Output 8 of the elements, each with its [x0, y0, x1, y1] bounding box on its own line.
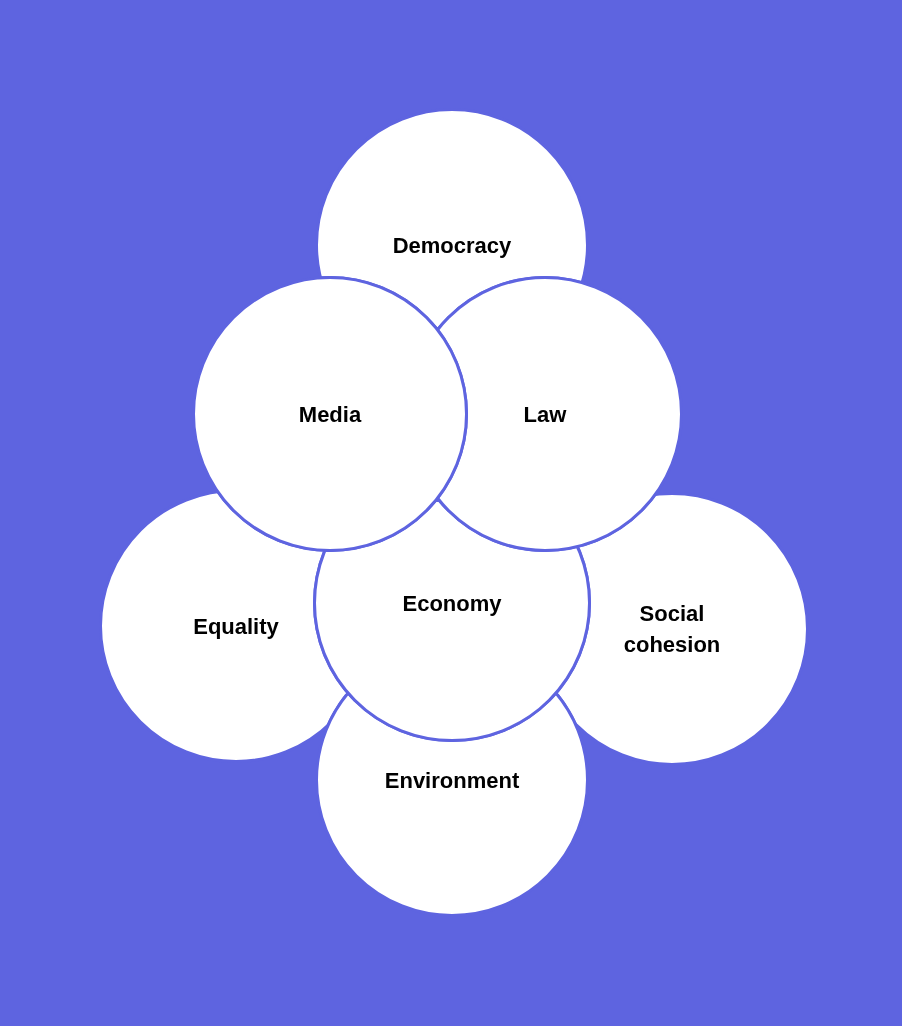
- node-label: Democracy: [392, 231, 512, 260]
- node-label: Equality: [193, 612, 279, 641]
- circle-node: [192, 276, 469, 553]
- node-label: Media: [298, 400, 362, 429]
- node-label: Economy: [402, 589, 502, 618]
- node-label: Environment: [384, 766, 520, 795]
- node-label: Law: [523, 400, 567, 429]
- node-label: Social cohesion: [622, 600, 722, 659]
